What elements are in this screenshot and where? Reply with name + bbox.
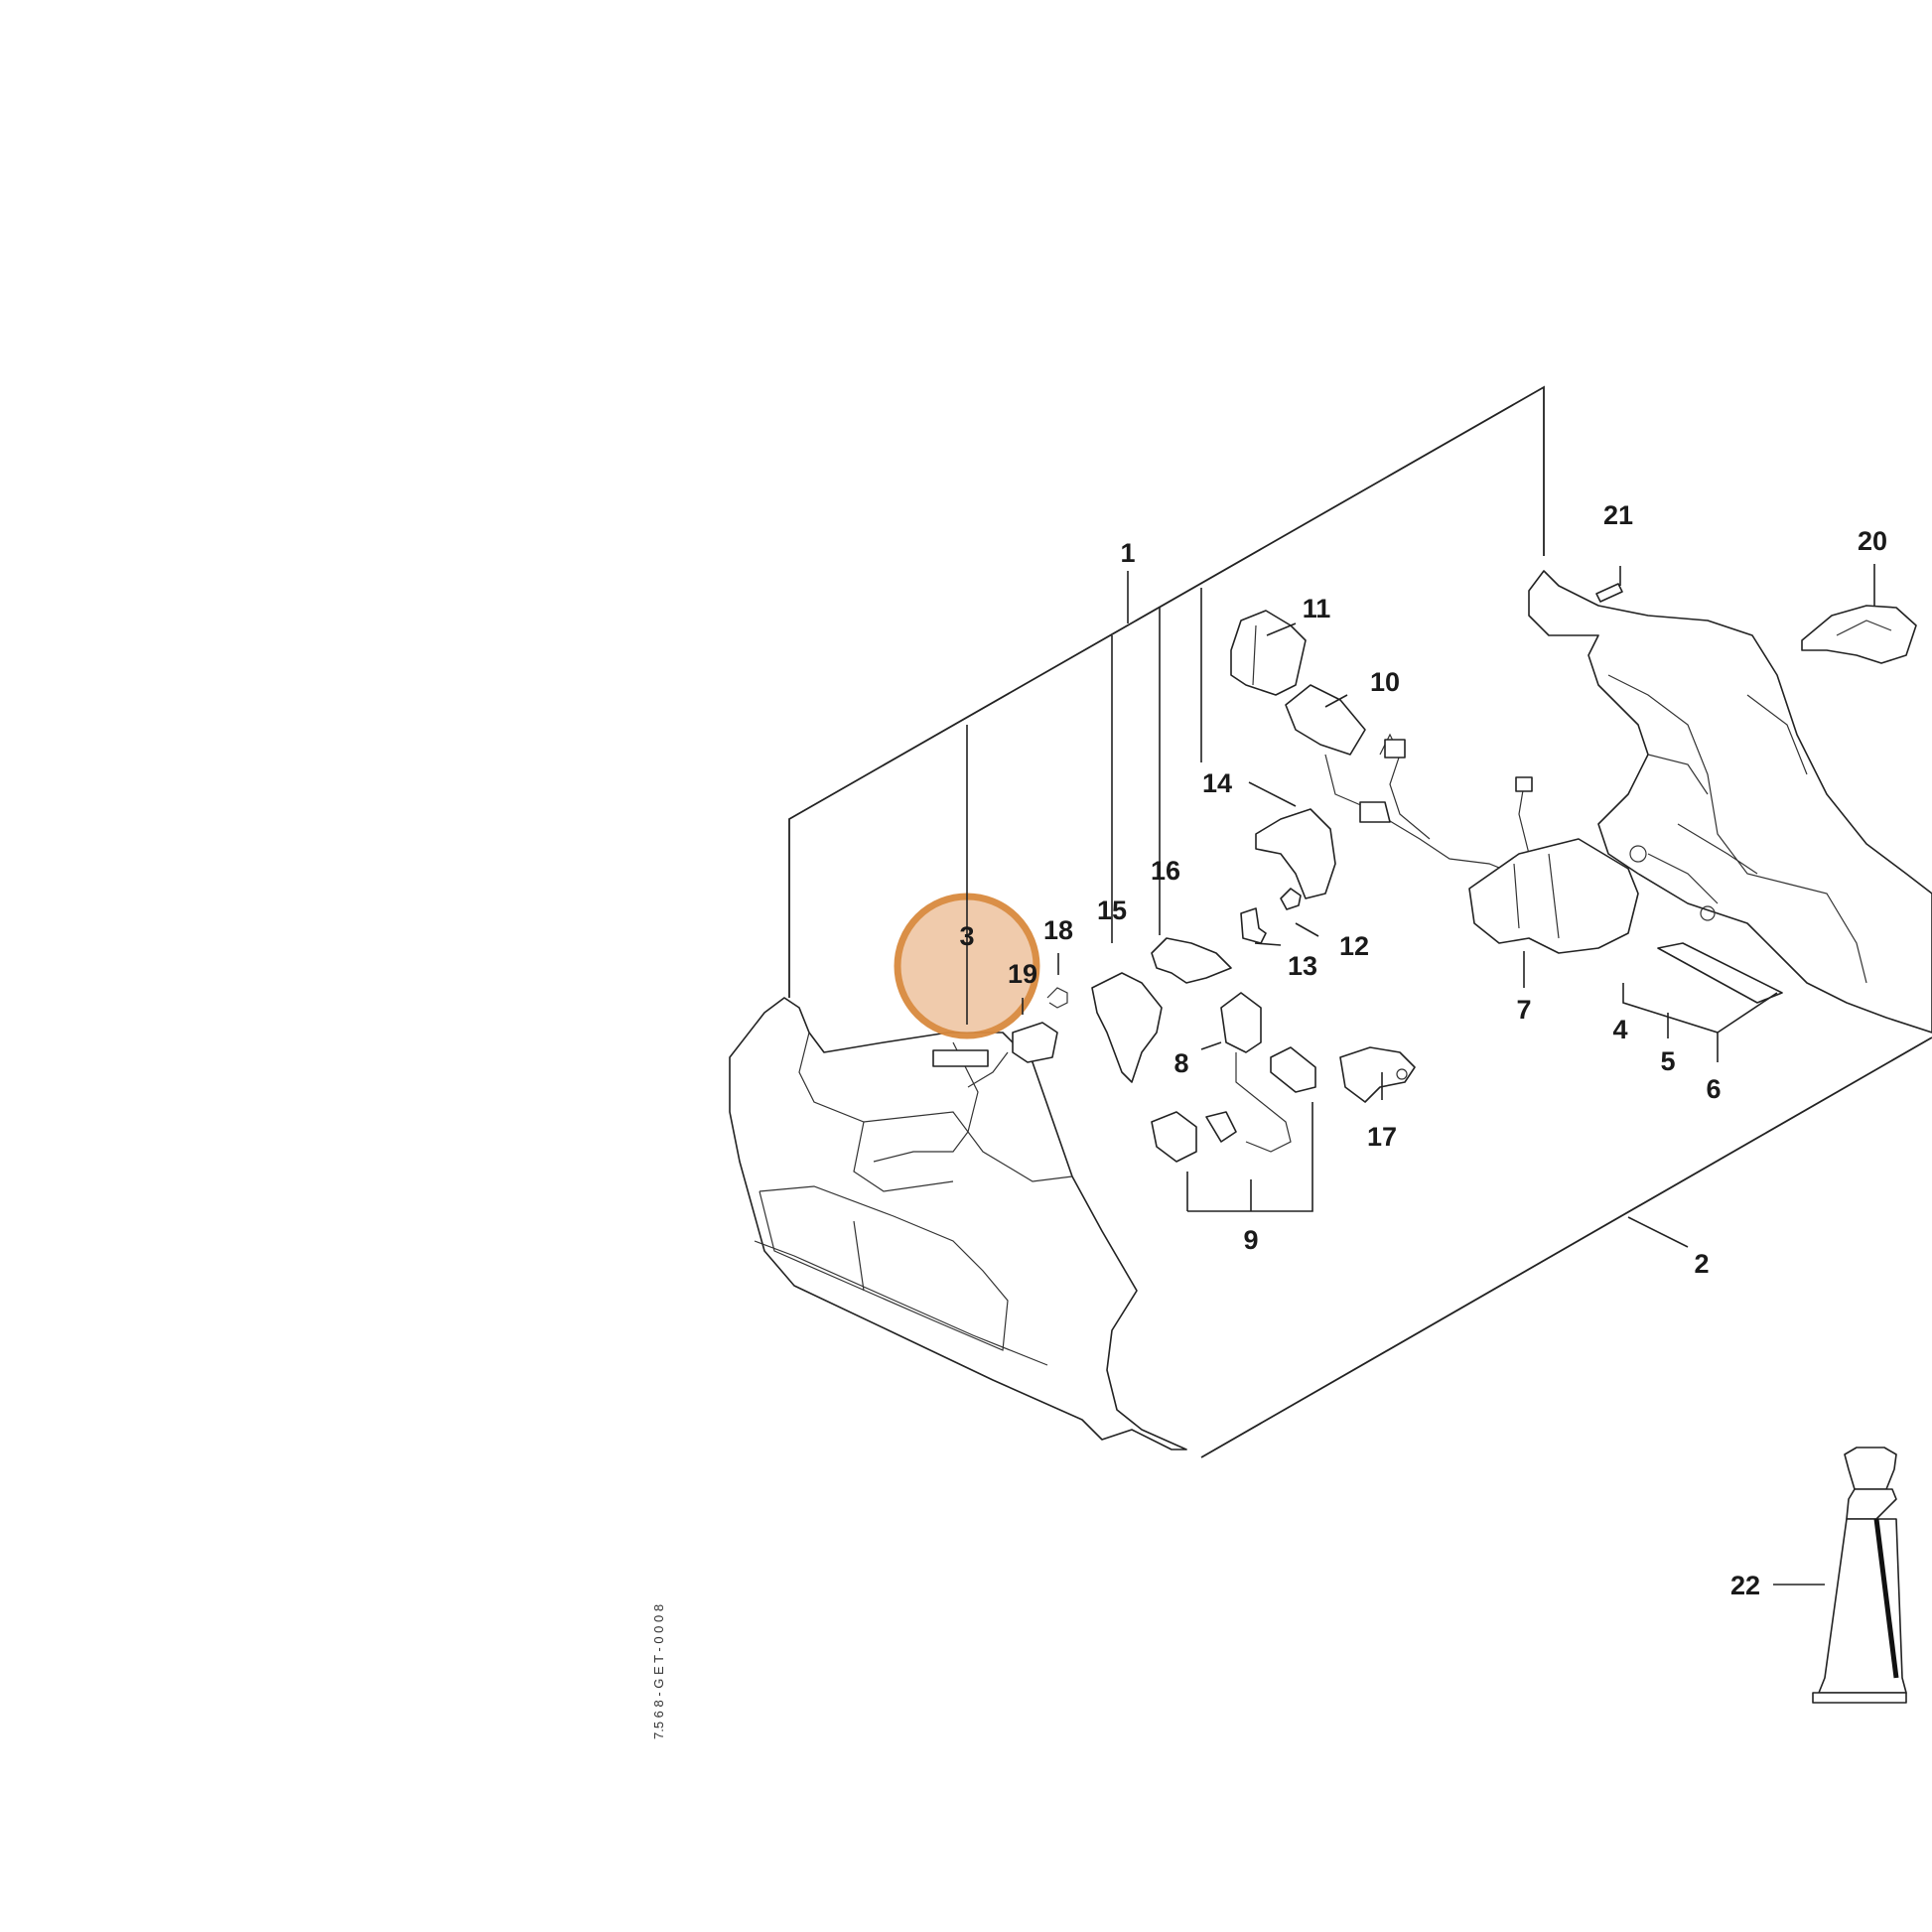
switch-socket-part-11 bbox=[1230, 610, 1307, 696]
callout-13: 13 bbox=[1288, 951, 1317, 981]
screw-part-21 bbox=[1595, 583, 1623, 603]
grease-tube-part-22 bbox=[1812, 1447, 1907, 1704]
latch-part-17 bbox=[1339, 1046, 1416, 1103]
callout-19: 19 bbox=[1008, 959, 1037, 989]
callout-4: 4 bbox=[1612, 1015, 1627, 1044]
electronics-module-part-7 bbox=[1468, 838, 1639, 954]
callout-3: 3 bbox=[959, 921, 974, 951]
seal-part-19 bbox=[1012, 1022, 1058, 1063]
contact-plate-part-15 bbox=[1091, 972, 1163, 1083]
trigger-part-14 bbox=[1255, 808, 1336, 899]
callout-7: 7 bbox=[1516, 995, 1531, 1025]
bracket-part-10 bbox=[1285, 684, 1366, 756]
callout-15: 15 bbox=[1097, 896, 1127, 925]
drawing-code: 7.5 6 8 - G E T - 0 0 0 8 bbox=[651, 1604, 666, 1739]
assembly-frame bbox=[788, 385, 1932, 1458]
callout-21: 21 bbox=[1603, 500, 1633, 530]
callout-22: 22 bbox=[1730, 1571, 1760, 1600]
cable-harness-part bbox=[1324, 733, 1533, 875]
callout-labels: 1 2 3 4 5 6 7 8 9 10 11 12 13 14 15 16 1… bbox=[959, 500, 1887, 1600]
callout-14: 14 bbox=[1202, 768, 1232, 798]
callout-12: 12 bbox=[1339, 931, 1369, 961]
housing-shell-part bbox=[729, 997, 1187, 1450]
housing-half-part bbox=[1528, 570, 1932, 1034]
callout-6: 6 bbox=[1706, 1074, 1721, 1104]
callout-8: 8 bbox=[1173, 1048, 1188, 1078]
battery-contact-part-9 bbox=[1151, 1111, 1237, 1163]
leader-lines bbox=[966, 564, 1875, 1586]
callout-20: 20 bbox=[1858, 526, 1887, 556]
callout-9: 9 bbox=[1243, 1225, 1258, 1255]
callout-16: 16 bbox=[1151, 856, 1180, 886]
lock-lever-part-16 bbox=[1151, 937, 1232, 984]
rating-label-part-4-6 bbox=[1657, 942, 1783, 1004]
callout-2: 2 bbox=[1694, 1249, 1709, 1279]
callout-18: 18 bbox=[1043, 915, 1073, 945]
switch-part-8 bbox=[1220, 992, 1316, 1153]
pin-part-13 bbox=[1240, 907, 1267, 944]
callout-1: 1 bbox=[1120, 538, 1135, 568]
callout-11: 11 bbox=[1303, 594, 1331, 623]
callout-17: 17 bbox=[1367, 1122, 1397, 1152]
spring-part-12 bbox=[1280, 888, 1302, 910]
callout-10: 10 bbox=[1370, 667, 1400, 697]
clip-part-18 bbox=[1046, 987, 1068, 1009]
cover-part-20 bbox=[1801, 605, 1917, 664]
callout-5: 5 bbox=[1660, 1046, 1675, 1076]
